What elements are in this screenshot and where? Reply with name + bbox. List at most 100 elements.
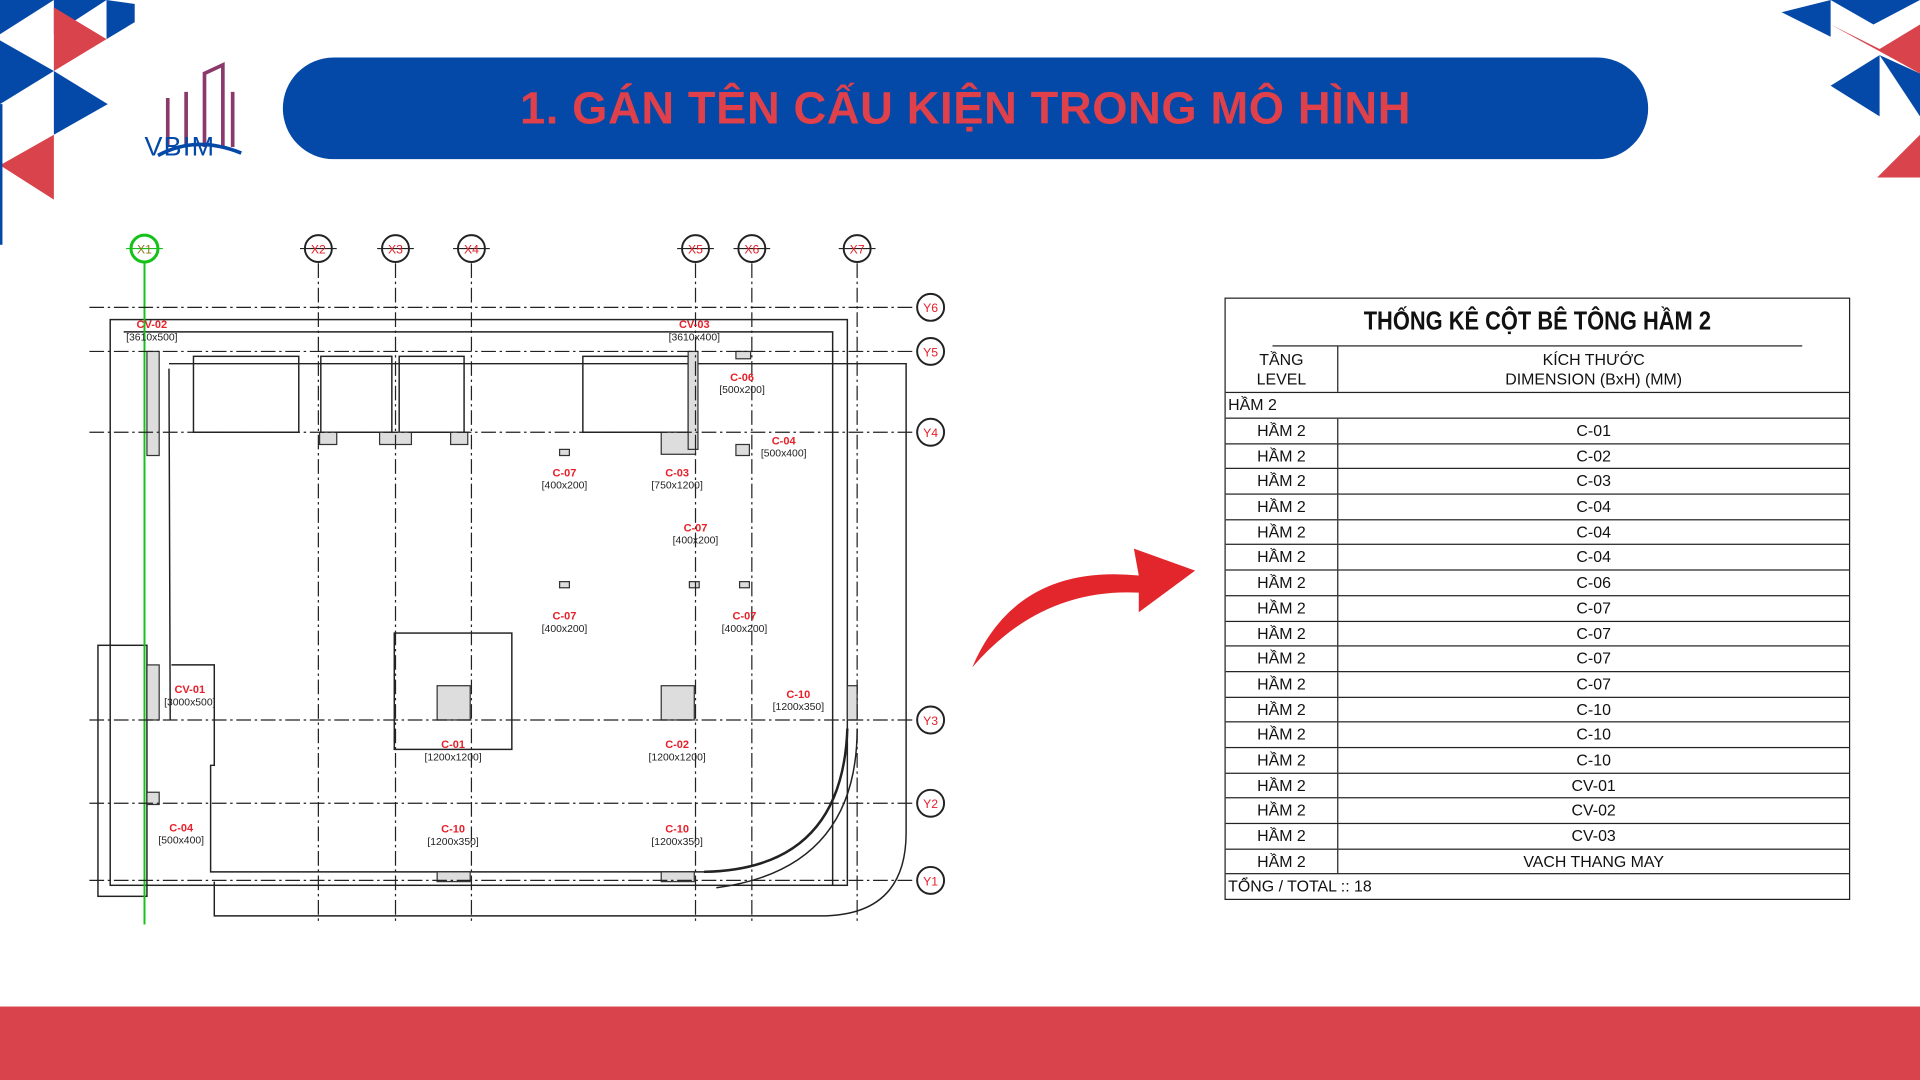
tag-name: C-10 bbox=[441, 824, 465, 836]
cell-level: HẦM 2 bbox=[1226, 545, 1339, 570]
cell-dimension: C-10 bbox=[1576, 725, 1611, 744]
cell-level: HẦM 2 bbox=[1226, 722, 1339, 747]
tag-size: [500x200] bbox=[719, 385, 765, 396]
table-row: HẦM 2 C-01 bbox=[1225, 418, 1849, 445]
tag-size: [400x200] bbox=[542, 624, 588, 635]
footer-bar bbox=[0, 1006, 1920, 1080]
column-tag[interactable]: C-07 [400x200] bbox=[542, 467, 588, 491]
cell-dimension: C-06 bbox=[1576, 573, 1611, 592]
tag-size: [400x200] bbox=[542, 481, 588, 492]
tag-size: [750x1200] bbox=[651, 481, 703, 492]
cell-level: HẦM 2 bbox=[1226, 494, 1339, 519]
column-tag[interactable]: C-01[1200x1200] bbox=[424, 739, 481, 763]
grid-bubble[interactable] bbox=[916, 865, 946, 895]
column-tag[interactable]: CV-01[3000x500] bbox=[164, 684, 216, 708]
table-row: HẦM 2 C-03 bbox=[1225, 469, 1849, 495]
tag-name: C-07 bbox=[553, 611, 577, 623]
cell-level: HẦM 2 bbox=[1226, 469, 1339, 494]
tag-name: CV-02 bbox=[137, 319, 168, 331]
tag-name: C-07 bbox=[553, 467, 577, 479]
table-row: HẦM 2 C-04 bbox=[1225, 494, 1849, 521]
cell-dimension: C-04 bbox=[1576, 522, 1611, 541]
total-row: TỔNG / TOTAL :: 18 bbox=[1228, 877, 1372, 896]
header-level-en: LEVEL bbox=[1256, 369, 1307, 388]
cell-level: HẦM 2 bbox=[1226, 621, 1339, 646]
column-tag[interactable]: C-07[400x200] bbox=[673, 522, 719, 546]
tag-name: C-04 bbox=[169, 822, 194, 834]
grid-bubble[interactable] bbox=[916, 336, 946, 366]
cell-dimension: C-03 bbox=[1576, 471, 1611, 491]
header-level-vi: TẦNG bbox=[1259, 349, 1304, 368]
cell-dimension: C-10 bbox=[1576, 699, 1611, 719]
vbim-logo: VBIM bbox=[141, 55, 251, 165]
cell-dimension: C-02 bbox=[1576, 446, 1611, 465]
tag-name: C-06 bbox=[730, 372, 754, 384]
tag-name: CV-01 bbox=[174, 684, 205, 696]
column-tag[interactable]: C-10[1200x350] bbox=[651, 824, 703, 848]
grid-label-y: Y5 bbox=[923, 345, 938, 359]
tag-name: C-07 bbox=[684, 522, 708, 534]
cell-level: HẦM 2 bbox=[1226, 849, 1339, 874]
column-tag[interactable]: C-10[1200x350] bbox=[773, 689, 825, 713]
tag-size: [3610x400] bbox=[669, 332, 721, 343]
grid-label-y: Y6 bbox=[923, 301, 938, 315]
tag-size: [500x400] bbox=[761, 449, 807, 460]
tag-size: [1200x350] bbox=[427, 837, 479, 848]
cell-dimension: C-07 bbox=[1576, 623, 1611, 643]
cell-dimension: VACH THANG MAY bbox=[1523, 851, 1664, 871]
column-tag[interactable]: CV-02[3610x500] bbox=[126, 319, 178, 343]
corner-decoration-right bbox=[1781, 0, 1920, 178]
tag-size: [3000x500] bbox=[164, 697, 216, 708]
column-tag[interactable]: C-04 [500x400] bbox=[761, 435, 807, 459]
table-row: HẦM 2 C-10 bbox=[1225, 722, 1849, 749]
column-tag[interactable]: C-03[750x1200] bbox=[651, 467, 703, 491]
cell-dimension: CV-03 bbox=[1571, 826, 1616, 845]
column-tag[interactable]: C-04[500x400] bbox=[158, 822, 204, 846]
cell-level: HẦM 2 bbox=[1226, 773, 1339, 798]
page-title: 1. GÁN TÊN CẤU KIỆN TRONG MÔ HÌNH bbox=[519, 82, 1412, 133]
table-row: HẦM 2 CV-03 bbox=[1225, 824, 1849, 850]
tag-name: C-04 bbox=[772, 435, 797, 447]
column-tag[interactable]: C-07[400x200] bbox=[542, 611, 588, 635]
grid-bubble[interactable] bbox=[916, 417, 946, 447]
cell-level: HẦM 2 bbox=[1226, 418, 1339, 443]
column-tag[interactable]: CV-03[3610x400] bbox=[669, 319, 721, 343]
cell-level: HẦM 2 bbox=[1226, 444, 1339, 469]
tag-name: C-01 bbox=[441, 739, 465, 751]
grid-label-y: Y4 bbox=[923, 426, 938, 440]
cell-dimension: C-04 bbox=[1576, 497, 1611, 516]
tag-name: C-02 bbox=[665, 739, 689, 751]
tag-name: C-10 bbox=[665, 824, 689, 836]
header-dimension-en: DIMENSION (BxH) (MM) bbox=[1505, 369, 1683, 388]
grid-label-x: X1 bbox=[137, 242, 152, 256]
cell-level: HẦM 2 bbox=[1226, 824, 1339, 849]
grid-label-x: X6 bbox=[744, 242, 759, 256]
cell-dimension: C-01 bbox=[1576, 421, 1611, 440]
grid-bubble[interactable] bbox=[916, 788, 946, 818]
cell-level: HẦM 2 bbox=[1226, 798, 1339, 823]
grid-label-x: X5 bbox=[688, 242, 703, 256]
tag-size: [1200x1200] bbox=[649, 752, 706, 763]
corner-decoration-left bbox=[0, 0, 135, 245]
tag-size: [1200x350] bbox=[651, 837, 703, 848]
tag-name: C-07 bbox=[733, 611, 757, 623]
column-tag[interactable]: C-10[1200x350] bbox=[427, 824, 479, 848]
column-tag[interactable]: C-06[500x200] bbox=[719, 372, 765, 396]
table-row: HẦM 2 VACH THANG MAY bbox=[1225, 849, 1849, 875]
column-tag[interactable]: C-07[400x200] bbox=[722, 611, 768, 635]
grid-label-y: Y1 bbox=[923, 874, 938, 888]
column-tag[interactable]: C-02[1200x1200] bbox=[649, 739, 706, 763]
tag-name: C-10 bbox=[786, 689, 810, 701]
cell-dimension: C-07 bbox=[1576, 649, 1611, 668]
grid-bubble[interactable] bbox=[916, 292, 946, 322]
grid-bubble[interactable] bbox=[916, 705, 946, 735]
